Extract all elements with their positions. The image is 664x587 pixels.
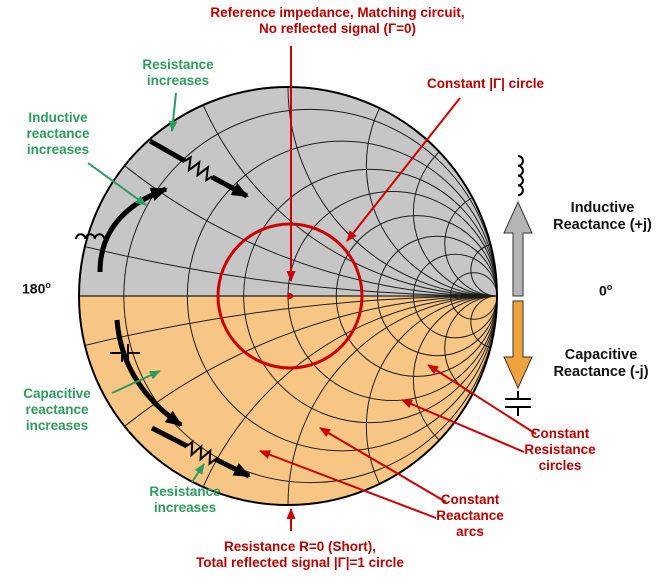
inductive-direction-arrow: [97, 186, 168, 273]
capacitive-reactance-increases-label: Capacitive reactance increases: [4, 386, 110, 434]
inductive-pointer: [87, 162, 147, 206]
label-line: Inductive: [570, 200, 635, 216]
const-reactance-pointer-1: [319, 427, 447, 503]
label-line: increases: [146, 73, 210, 88]
resistance-direction-arrow-top-head: [210, 174, 249, 199]
capacitive-direction-arrow: [114, 319, 183, 428]
label-line: circles: [538, 458, 582, 473]
resistance-direction-arrow-bottom: [150, 425, 189, 449]
inductive-reactance-increases-label: Inductive reactance increases: [8, 110, 108, 158]
inductive-reactance-label: Inductive Reactance (+j): [545, 200, 660, 234]
capacitive-reactance-label: Capacitive Reactance (-j): [541, 347, 661, 381]
red-annotation-arrows: [259, 46, 537, 531]
label-line: Reference impedance, Matching circuit,: [210, 5, 465, 20]
label-line: Reactance (-j): [553, 364, 649, 380]
label-line: Resistance: [524, 442, 596, 457]
reactance-legend: [503, 155, 533, 416]
res-top-pointer: [168, 92, 178, 132]
resistor-symbol-top: [184, 155, 213, 183]
deg-sup: o: [606, 282, 613, 292]
label-line: reactance: [26, 126, 90, 141]
resistance-increases-bottom-label: Resistance increases: [137, 484, 233, 516]
label-line: Constant: [440, 492, 500, 507]
constant-gamma-label: Constant |Γ| circle: [413, 76, 558, 92]
label-line: Constant |Γ| circle: [427, 76, 544, 91]
resistance-increases-top-label: Resistance increases: [130, 57, 226, 89]
constant-reactance-arcs-label: Constant Reactance arcs: [422, 492, 518, 540]
resistor-symbol-bottom: [186, 439, 216, 466]
inductive-half: [79, 87, 497, 296]
label-line: Capacitive: [564, 347, 638, 363]
reference-impedance-label: Reference impedance, Matching circuit, N…: [180, 5, 495, 37]
capacitor-symbol: [110, 344, 140, 362]
label-line: Inductive: [28, 110, 88, 125]
legend-inductor-icon: [517, 155, 524, 197]
green-annotation-arrows: [87, 92, 205, 483]
const-resistance-pointer-2: [401, 399, 525, 453]
label-line: increases: [153, 500, 217, 515]
short-circle-label: Resistance R=0 (Short), Total reflected …: [140, 539, 460, 571]
gamma-pointer-arrow: [346, 97, 461, 242]
capacitive-pointer: [111, 370, 161, 394]
label-line: Resistance: [142, 57, 214, 72]
label-line: Reactance (+j): [553, 217, 652, 233]
direction-arrows: [75, 138, 251, 479]
label-line: Resistance R=0 (Short),: [224, 539, 376, 554]
res-bottom-pointer: [191, 463, 205, 483]
resistance-direction-arrow-bottom-head: [213, 456, 251, 479]
deg-sup: o: [45, 280, 51, 290]
label-line: increases: [26, 142, 90, 157]
deg-180-label: 180o: [22, 280, 51, 297]
capacitive-half: [79, 296, 497, 505]
const-reactance-pointer-2: [259, 450, 437, 519]
capacitive-down-arrow: [503, 300, 533, 390]
deg-value: 180: [22, 280, 46, 297]
chart-center-dot: [287, 293, 293, 299]
inductive-up-arrow: [503, 200, 533, 297]
label-line: arcs: [456, 524, 484, 539]
label-line: increases: [25, 418, 89, 433]
legend-capacitor-icon: [505, 391, 531, 416]
label-line: Constant: [530, 426, 590, 441]
label-line: Reactance: [436, 508, 504, 523]
deg-value: 0: [599, 282, 607, 299]
const-resistance-pointer-1: [427, 364, 537, 435]
inductor-symbol: [75, 233, 106, 240]
label-line: Resistance: [149, 484, 221, 499]
unit-circle: [78, 86, 498, 506]
deg-0-label: 0o: [599, 282, 612, 299]
label-line: reactance: [25, 402, 89, 417]
label-line: Capacitive: [23, 386, 91, 401]
constant-resistance-circles-label: Constant Resistance circles: [512, 426, 608, 474]
label-line: Total reflected signal |Γ|=1 circle: [196, 555, 404, 570]
label-line: No reflected signal (Γ=0): [258, 21, 417, 36]
resistance-direction-arrow-top: [148, 138, 187, 164]
